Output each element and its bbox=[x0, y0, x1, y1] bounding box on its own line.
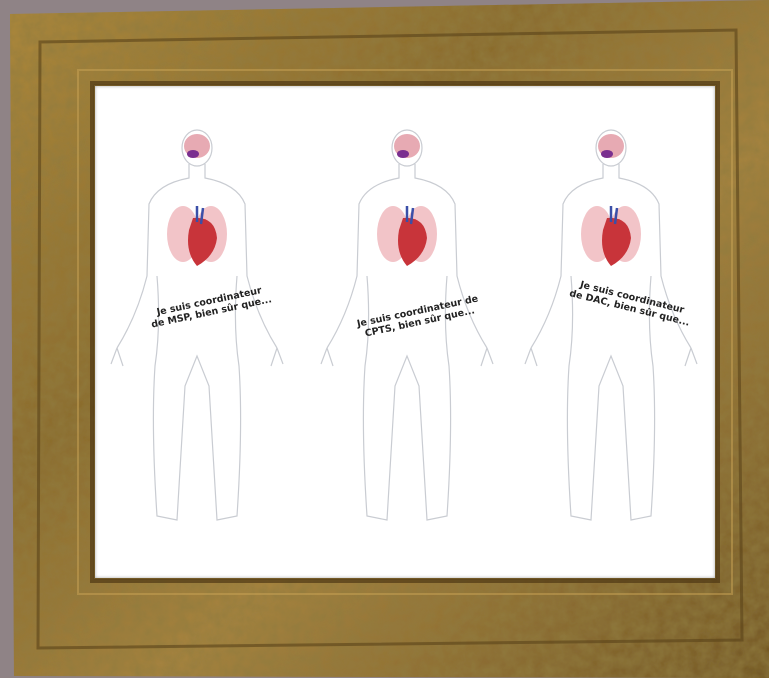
body-outline-icon bbox=[307, 126, 507, 546]
body-outline-icon bbox=[511, 126, 711, 546]
anatomy-figure-cpts: Je suis coordinateur de CPTS, bien sûr q… bbox=[307, 126, 507, 546]
anatomy-figure-msp: Je suis coordinateur de MSP, bien sûr qu… bbox=[97, 126, 297, 546]
body-outline-icon bbox=[97, 126, 297, 546]
white-canvas: Je suis coordinateur de MSP, bien sûr qu… bbox=[95, 86, 715, 578]
anatomy-figure-dac: Je suis coordinateur de DAC, bien sûr qu… bbox=[511, 126, 711, 546]
